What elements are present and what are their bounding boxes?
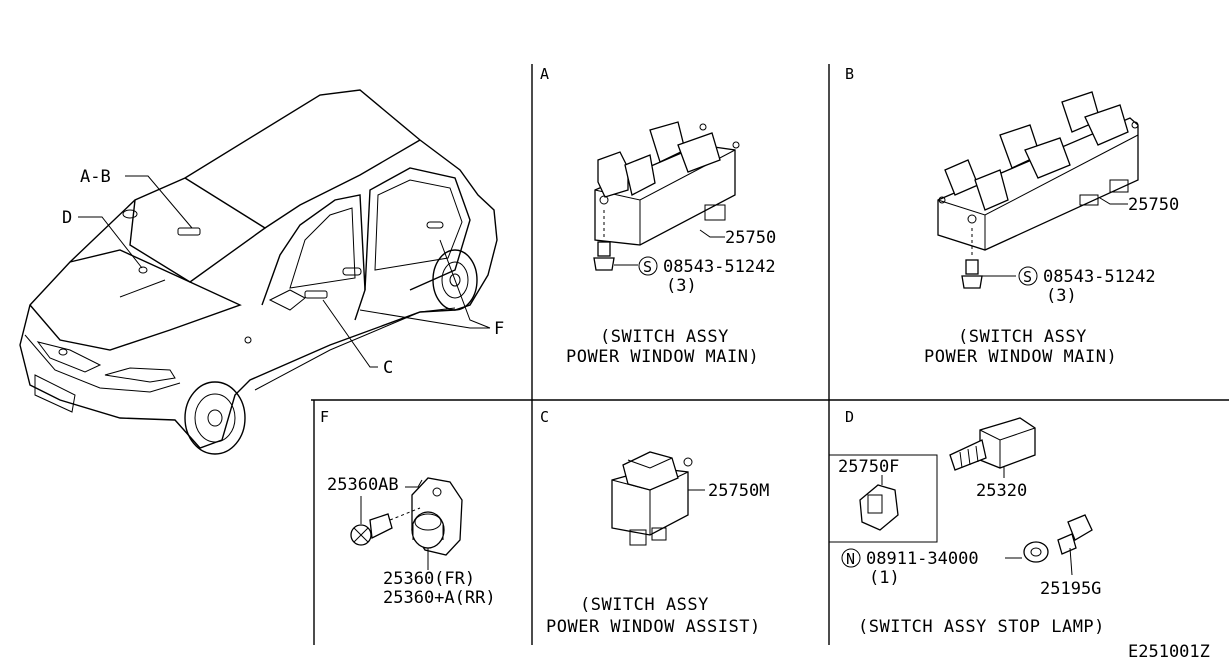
section-d-drawing (859, 417, 1093, 576)
callout-c: C (383, 358, 393, 378)
section-b-bolt-symbol: S (1023, 268, 1032, 286)
section-a-caption-line1: (SWITCH ASSY (600, 327, 729, 347)
section-a-part-number: 25750 (725, 228, 776, 248)
switch-assy-c-drawing (611, 451, 705, 546)
section-d-bolt-part: 25195G (1040, 579, 1101, 599)
switch-assy-b-drawing (937, 91, 1139, 289)
section-d-caption: (SWITCH ASSY STOP LAMP) (858, 617, 1105, 637)
section-d-nut-symbol: N (846, 550, 855, 568)
switch-assy-a-drawing (593, 121, 740, 271)
section-a-bolt-symbol: S (643, 258, 652, 276)
section-a-bolt-qty: (3) (666, 276, 697, 296)
section-d-letter: D (845, 408, 854, 426)
section-d-nut-symbol-circle (841, 548, 861, 568)
section-f-rr-part: 25360+A(RR) (383, 588, 496, 608)
section-b-caption-line2: POWER WINDOW MAIN) (924, 347, 1117, 367)
section-b-bolt-qty: (3) (1046, 286, 1077, 306)
section-f-letter: F (320, 408, 329, 426)
section-f-fr-part: 25360(FR) (383, 569, 475, 589)
section-a-bolt-symbol-circle (638, 256, 658, 276)
section-c-caption-line1: (SWITCH ASSY (580, 595, 709, 615)
callout-d: D (62, 208, 72, 228)
car-leader-lines (78, 175, 491, 368)
diagram-code: E251001Z (1128, 642, 1210, 662)
panel-dividers (311, 64, 1229, 645)
section-b-bolt-number: 08543-51242 (1043, 267, 1156, 287)
section-d-nut-qty: (1) (869, 568, 900, 588)
section-f-screw-part: 25360AB (327, 475, 399, 495)
callout-a-b: A-B (80, 167, 111, 187)
section-a-letter: A (540, 65, 549, 83)
section-b-letter: B (845, 65, 854, 83)
section-b-part-number: 25750 (1128, 195, 1179, 215)
section-d-switch-part: 25320 (976, 481, 1027, 501)
section-c-part-number: 25750M (708, 481, 769, 501)
section-b-bolt-symbol-circle (1018, 266, 1038, 286)
section-a-bolt-number: 08543-51242 (663, 257, 776, 277)
car-illustration (19, 89, 498, 455)
section-d-inset-part: 25750F (838, 457, 899, 477)
section-a-caption-line2: POWER WINDOW MAIN) (566, 347, 759, 367)
section-c-letter: C (540, 408, 549, 426)
clip-assembly-f-drawing (350, 477, 463, 570)
callout-f: F (494, 319, 504, 339)
section-b-caption-line1: (SWITCH ASSY (958, 327, 1087, 347)
section-d-nut-number: 08911-34000 (866, 549, 979, 569)
section-d-inset-box (828, 454, 938, 543)
section-c-caption-line2: POWER WINDOW ASSIST) (546, 617, 761, 637)
